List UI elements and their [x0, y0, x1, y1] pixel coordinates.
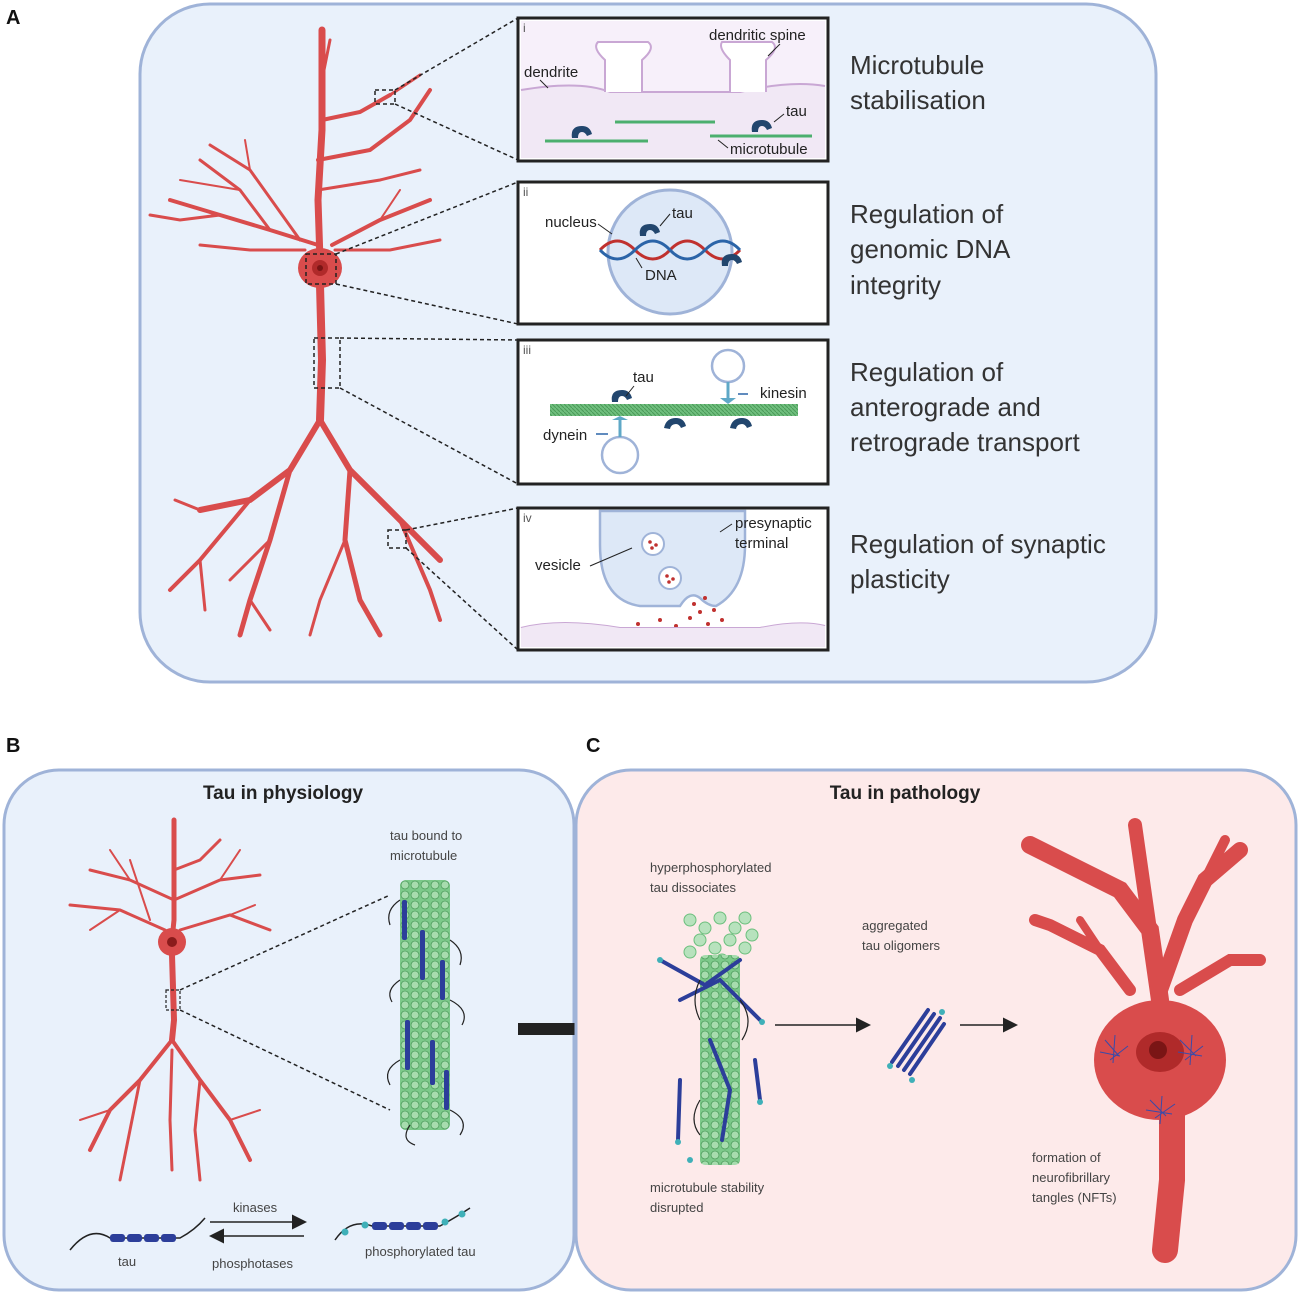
label-bound-2: microtubule — [390, 848, 457, 863]
nft-neuron — [1021, 818, 1266, 1263]
panel-b-background — [2, 768, 576, 1292]
label-kinesin: kinesin — [760, 385, 807, 402]
panel-letter-c: C — [586, 735, 600, 757]
label-hyper-2: tau dissociates — [650, 880, 736, 895]
label-dendrite: dendrite — [524, 64, 578, 81]
caption-i-line2: stabilisation — [850, 85, 986, 115]
panel-letter-a: A — [6, 7, 20, 29]
label-oligomer-2: tau oligomers — [862, 938, 941, 953]
inset-i: i dendrite dendritic spine tau microtubu… — [516, 16, 830, 163]
label-tau-i: tau — [786, 103, 807, 120]
label-dynein: dynein — [543, 427, 587, 444]
label-dendritic-spine: dendritic spine — [709, 27, 806, 44]
label-stability-2: disrupted — [650, 1200, 703, 1215]
inset-ii: ii nucleus tau DNA — [516, 180, 830, 326]
label-vesicle: vesicle — [535, 557, 581, 574]
neuron-b — [68, 817, 272, 1182]
caption-iv-line2: plasticity — [850, 564, 950, 594]
panel-letter-b: B — [6, 735, 20, 757]
panel-b-title: Tau in physiology — [203, 783, 364, 804]
label-stability-1: microtubule stability — [650, 1180, 765, 1195]
tau-phospho-row: tau kinases phosphotases phosphorylated … — [69, 1200, 476, 1271]
label-tau-b: tau — [118, 1254, 136, 1269]
label-nft-1: formation of — [1032, 1150, 1101, 1165]
label-bound-1: tau bound to — [390, 828, 462, 843]
label-tau-iii: tau — [633, 369, 654, 386]
tau-cloud — [683, 911, 759, 967]
label-phosphorylated-tau: phosphorylated tau — [365, 1244, 476, 1259]
label-presynaptic-1: presynaptic — [735, 515, 812, 532]
microtubule-b — [387, 880, 465, 1146]
inset-iv: iv presynaptic terminal vesicle — [516, 506, 830, 652]
caption-ii-line3: integrity — [850, 270, 941, 300]
label-microtubule-i: microtubule — [730, 141, 808, 158]
caption-iii-line2: anterograde and — [850, 392, 1041, 422]
label-nucleus: nucleus — [545, 214, 597, 231]
label-hyper-1: hyperphosphorylated — [650, 860, 771, 875]
caption-ii-line1: Regulation of — [850, 199, 1004, 229]
caption-i-line1: Microtubule — [850, 50, 984, 80]
roman-ii: ii — [523, 185, 528, 199]
microtubule-c — [657, 955, 765, 1165]
zoom-markers — [305, 17, 519, 651]
label-nft-3: tangles (NFTs) — [1032, 1190, 1117, 1205]
roman-iii: iii — [523, 343, 531, 357]
label-phosphotases: phosphotases — [212, 1256, 293, 1271]
caption-iv-line1: Regulation of synaptic — [850, 529, 1106, 559]
roman-iv: iv — [523, 511, 532, 525]
roman-i: i — [523, 21, 526, 35]
label-oligomer-1: aggregated — [862, 918, 928, 933]
label-presynaptic-2: terminal — [735, 535, 788, 552]
oligomer — [890, 1008, 946, 1076]
label-kinases: kinases — [233, 1200, 278, 1215]
panel-c-background — [574, 768, 1298, 1292]
caption-ii-line2: genomic DNA — [850, 234, 1011, 264]
microtubule-icon — [550, 404, 798, 416]
caption-iii-line3: retrograde transport — [850, 427, 1081, 457]
label-dna: DNA — [645, 267, 677, 284]
label-tau-ii: tau — [672, 205, 693, 222]
vesicle-icon — [710, 348, 746, 384]
label-nft-2: neurofibrillary — [1032, 1170, 1111, 1185]
inset-iii: iii tau kinesin dynein — [516, 338, 830, 486]
panel-c-title: Tau in pathology — [830, 783, 981, 804]
caption-iii-line1: Regulation of — [850, 357, 1004, 387]
